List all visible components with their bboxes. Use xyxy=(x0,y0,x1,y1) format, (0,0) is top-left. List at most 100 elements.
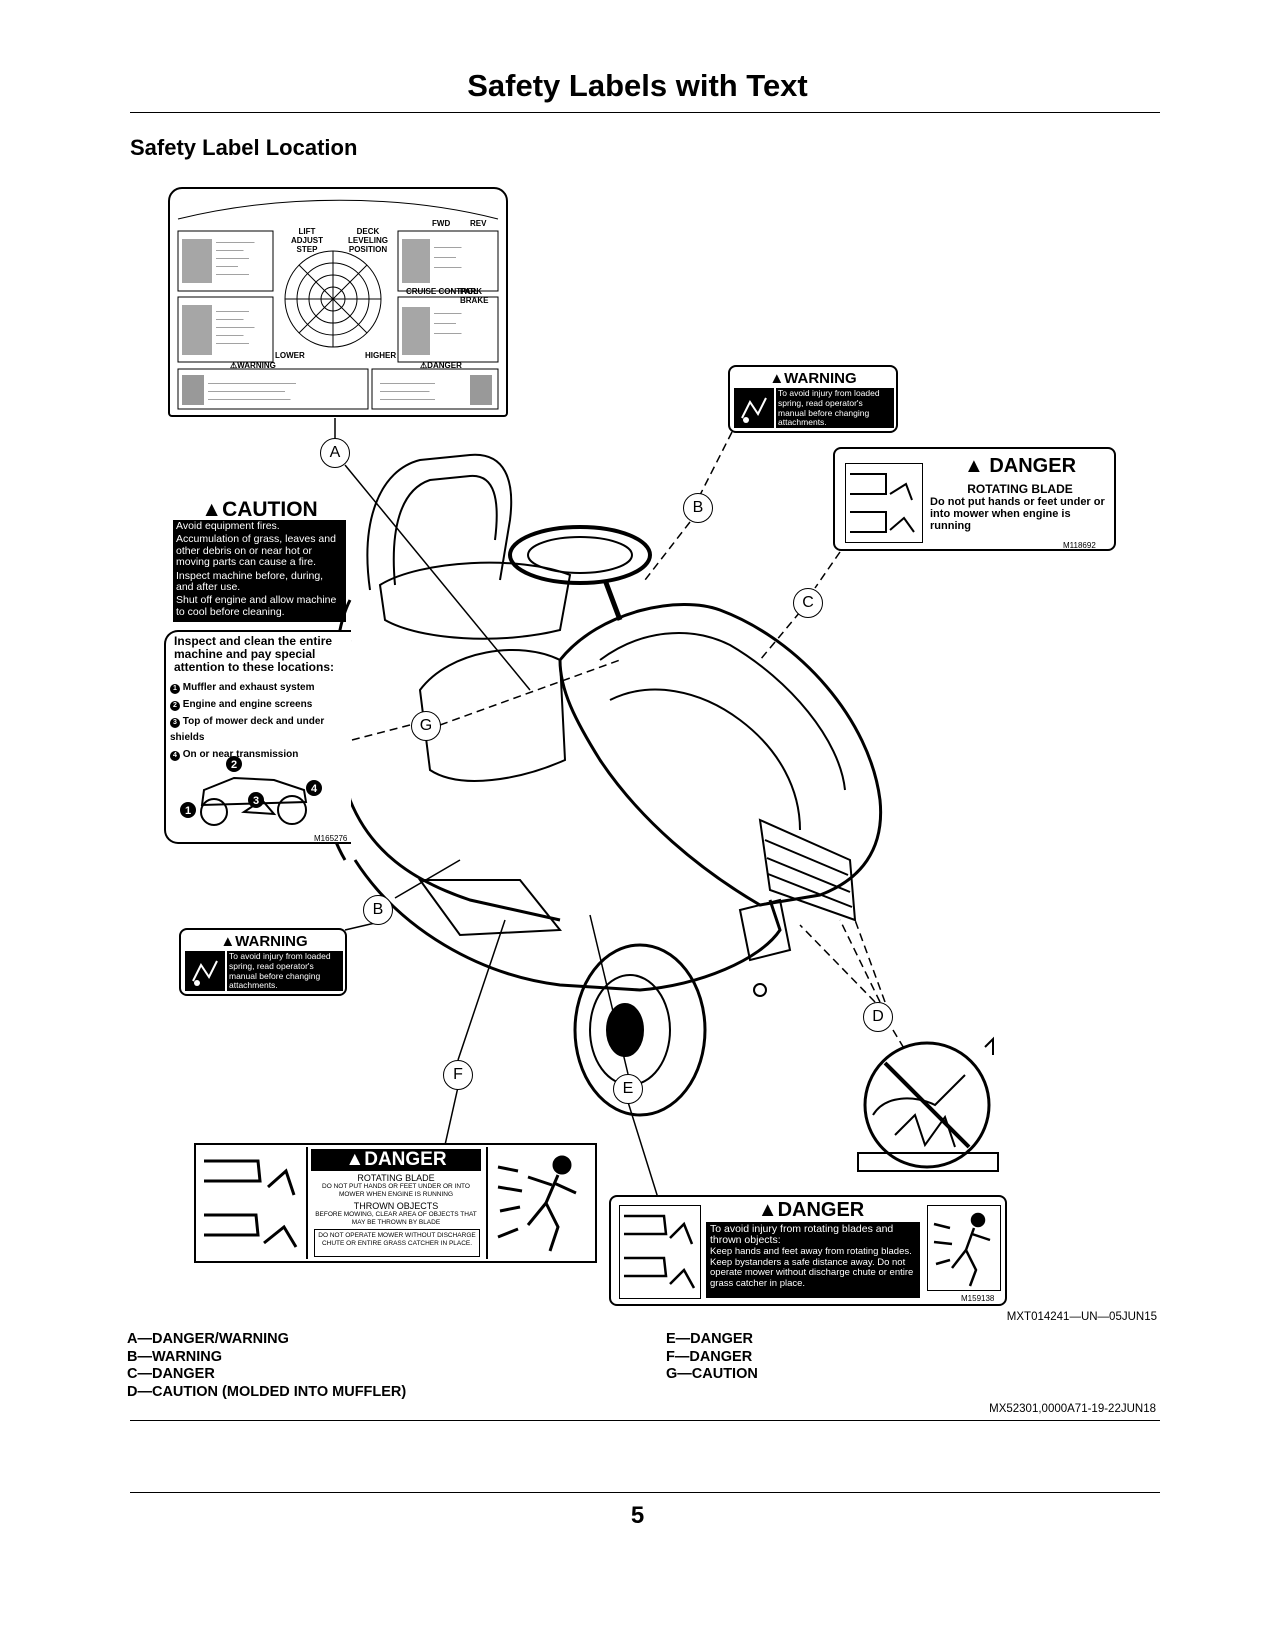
svg-text:—————: ————— xyxy=(434,265,462,271)
header-rule xyxy=(130,112,1160,113)
label-warning-top: ▲ WARNING To avoid injury from loaded sp… xyxy=(728,365,898,433)
label-warning-top-text: To avoid injury from loaded spring, read… xyxy=(776,388,894,428)
svg-text:—————: ————— xyxy=(216,317,244,323)
label-caution-g-line1: Avoid equipment fires. xyxy=(176,520,280,532)
figure-code: MXT014241—UN—05JUN15 xyxy=(1006,1311,1157,1323)
legend-left: A—DANGER/WARNING B—WARNING C—DANGER D—CA… xyxy=(127,1331,547,1401)
list-item: 4 On or near transmission xyxy=(170,747,352,764)
label-a-artwork: —————————————————— —————————— ——————————… xyxy=(177,199,499,410)
number-badge: 1 xyxy=(170,684,180,694)
footer-rule-lower xyxy=(130,1492,1160,1493)
callout-d: D xyxy=(863,1002,893,1032)
label-danger-e-text: Keep hands and feet away from rotating b… xyxy=(710,1246,914,1289)
label-warning-b-heading: WARNING xyxy=(235,932,308,950)
warning-triangle-icon: ▲ xyxy=(769,369,785,387)
label-danger-f-sub2: THROWN OBJECTS xyxy=(353,1201,439,1211)
label-warning-b-header: ▲ WARNING xyxy=(184,932,344,950)
label-a-deck-leveling: DECK LEVELING POSITION xyxy=(347,227,388,254)
tractor-number-2: 2 xyxy=(230,759,238,771)
label-caution-g-line3: Inspect machine before, during, and afte… xyxy=(176,569,324,594)
label-danger-c-header: ▲ DANGER xyxy=(930,455,1110,479)
svg-text:—————: ————— xyxy=(216,333,244,339)
list-item-text: Muffler and exhaust system xyxy=(182,682,315,693)
callout-b-top: B xyxy=(683,493,713,523)
list-item-text: Engine and engine screens xyxy=(182,698,313,710)
list-item: 1 Muffler and exhaust system xyxy=(170,680,352,697)
warning-triangle-icon: ▲ xyxy=(757,1199,778,1221)
svg-text:———————: ——————— xyxy=(216,240,255,246)
label-danger-e-header: ▲DANGER xyxy=(706,1199,916,1221)
number-badge: 3 xyxy=(170,717,180,728)
tractor-number-4: 4 xyxy=(310,783,318,795)
svg-text:————: ———— xyxy=(434,255,457,261)
svg-text:———————: ——————— xyxy=(216,325,255,331)
label-warning-b-text: To avoid injury from loaded spring, read… xyxy=(227,951,343,991)
tractor-number-3: 3 xyxy=(252,795,260,807)
warning-triangle-icon: ▲ xyxy=(345,1149,365,1170)
label-a-decal: —————————————————— —————————— ——————————… xyxy=(168,187,508,417)
svg-text:—————: ————— xyxy=(434,311,462,317)
label-a-warning: ⚠WARNING xyxy=(230,361,276,370)
label-caution-g-line4: Shut off engine and allow machine to coo… xyxy=(176,594,337,618)
doc-code: MX52301,0000A71-19-22JUN18 xyxy=(989,1403,1156,1415)
legend-item: B—WARNING xyxy=(127,1348,223,1365)
label-a-lift-adjust: LIFT ADJUST STEP xyxy=(290,227,323,254)
label-a-rev: REV xyxy=(470,219,487,228)
label-danger-f: ▲DANGER ROTATING BLADE DO NOT PUT HANDS … xyxy=(194,1143,597,1263)
label-danger-c: ▲ DANGER ROTATING BLADE Do not put hands… xyxy=(833,447,1116,551)
label-warning-top-heading: WARNING xyxy=(784,369,857,387)
no-hand-muffler-icon xyxy=(857,1036,999,1172)
svg-text:——————————: —————————— xyxy=(380,397,436,403)
label-caution-g-line2: Accumulation of grass, leaves and other … xyxy=(176,533,336,569)
tractor-number-1: 1 xyxy=(184,805,192,817)
legend-item: D—CAUTION (MOLDED INTO MUFFLER) xyxy=(127,1383,407,1400)
label-danger-f-text2: BEFORE MOWING, CLEAR AREA OF OBJECTS THA… xyxy=(315,1211,477,1226)
hand-blade-icon xyxy=(845,463,923,543)
list-item-text: Top of mower deck and under shields xyxy=(170,715,325,744)
footer-rule-upper xyxy=(130,1420,1160,1421)
label-warning-b: ▲ WARNING To avoid injury from loaded sp… xyxy=(179,928,347,996)
label-caution-g-heading: CAUTION xyxy=(222,498,318,521)
page-number: 5 xyxy=(630,1502,645,1529)
legend-item: C—DANGER xyxy=(127,1366,215,1382)
hand-spring-icon xyxy=(734,388,774,428)
label-caution-g-header: ▲CAUTION xyxy=(173,498,346,521)
svg-text:——————: —————— xyxy=(216,256,250,262)
label-a-danger: ⚠DANGER xyxy=(420,361,462,370)
legend-right: E—DANGER F—DANGER G—CAUTION xyxy=(666,1331,966,1384)
label-danger-e-code: M159138 xyxy=(961,1294,995,1303)
thrown-object-person-icon xyxy=(927,1205,1001,1291)
svg-text:——————: —————— xyxy=(216,272,250,278)
hand-spring-icon xyxy=(185,951,225,991)
label-danger-e-body: To avoid injury from rotating blades and… xyxy=(706,1222,920,1298)
warning-triangle-icon: ▲ xyxy=(963,455,990,477)
svg-text:————————————————: ———————————————— xyxy=(208,381,297,387)
list-item: 2 Engine and engine screens xyxy=(170,697,352,714)
label-danger-f-text3: DO NOT OPERATE MOWER WITHOUT DISCHARGE C… xyxy=(314,1229,480,1257)
list-item: 3 Top of mower deck and under shields xyxy=(170,714,352,748)
callout-g: G xyxy=(411,711,441,741)
label-a-lower: LOWER xyxy=(275,351,305,360)
warning-triangle-icon: ▲ xyxy=(220,932,236,950)
legend-item: G—CAUTION xyxy=(666,1366,758,1382)
svg-text:———————————————: ——————————————— xyxy=(208,397,291,403)
label-danger-e-lead: To avoid injury from rotating blades and… xyxy=(710,1223,894,1246)
callout-b-bottom: B xyxy=(363,895,393,925)
svg-text:————: ———— xyxy=(216,264,239,270)
svg-text:——————: —————— xyxy=(216,341,250,347)
svg-text:————: ———— xyxy=(434,321,457,327)
svg-text:—————————: ————————— xyxy=(380,389,430,395)
label-danger-c-heading: DANGER xyxy=(989,455,1077,477)
label-caution-g-inspect: Inspect and clean the entire machine and… xyxy=(164,630,351,844)
callout-e: E xyxy=(613,1074,643,1104)
svg-text:——————————: —————————— xyxy=(380,381,436,387)
label-a-fwd: FWD xyxy=(432,219,451,228)
label-a-cruise: CRUISE CONTROL xyxy=(406,287,478,296)
thrown-object-person-icon xyxy=(486,1147,594,1259)
section-title: Safety Label Location xyxy=(130,135,358,160)
callout-c: C xyxy=(793,588,823,618)
label-danger-f-text1: DO NOT PUT HANDS OR FEET UNDER OR INTO M… xyxy=(322,1183,470,1198)
label-danger-c-text: Do not put hands or feet under or into m… xyxy=(930,496,1105,532)
number-badge: 2 xyxy=(170,700,180,711)
legend-item: F—DANGER xyxy=(666,1348,753,1365)
